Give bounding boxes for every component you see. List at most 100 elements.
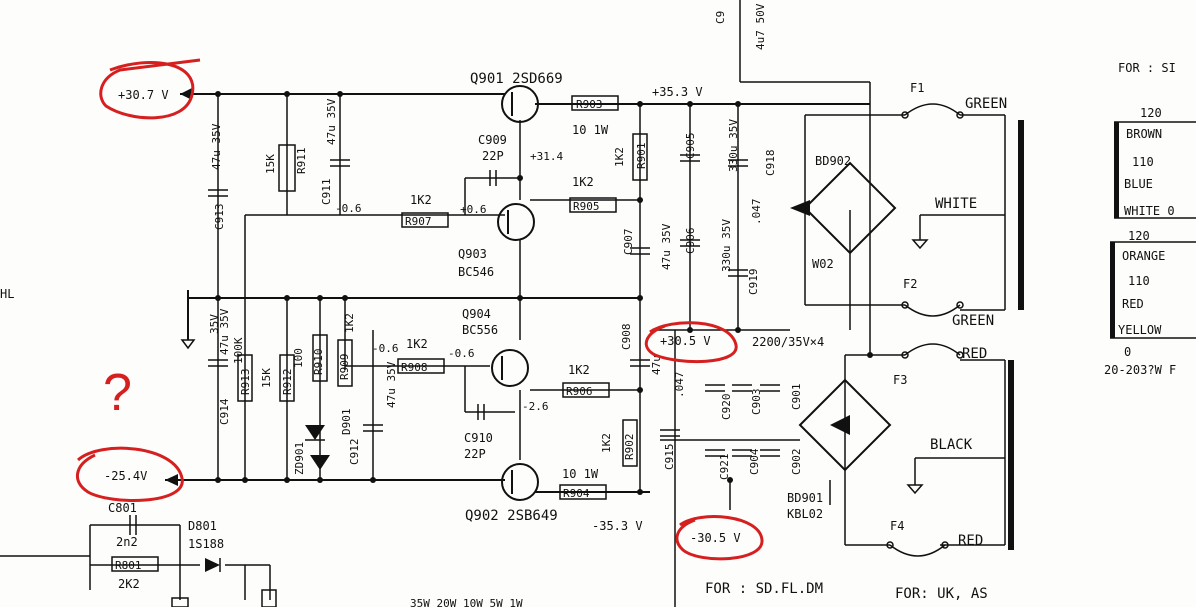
- wire-colors: GREEN WHITE GREEN RED BLACK RED: [906, 96, 1007, 549]
- q903-label: Q903: [458, 247, 487, 261]
- c921-label: C921: [718, 454, 731, 481]
- c910-label: C910: [464, 431, 493, 445]
- r908-value: 1K2: [406, 337, 428, 351]
- v-neg-in: -25.4V: [104, 469, 147, 483]
- junction-dots: [215, 91, 873, 495]
- r901-value: 1K2: [613, 147, 626, 167]
- c918-label: C918: [764, 150, 777, 177]
- r912-label: R912: [281, 369, 294, 396]
- table-for-si: FOR : SI: [1118, 61, 1176, 75]
- bd902-label: BD902: [815, 154, 851, 168]
- r907-value: 1K2: [410, 193, 432, 207]
- fuse-f3: F3: [893, 373, 907, 387]
- r905-label: R905: [573, 200, 600, 213]
- c919-label: C919: [747, 269, 760, 296]
- t2-110: 110: [1128, 274, 1150, 288]
- c905-value: 330u 35V: [727, 119, 740, 172]
- c910-value: 22P: [464, 447, 486, 461]
- bd901-label: BD901: [787, 491, 823, 505]
- t2-red: RED: [1122, 297, 1144, 311]
- c801-label: C801: [108, 501, 137, 515]
- c901-label: C901: [790, 384, 803, 411]
- c911-value: 47u 35V: [325, 98, 338, 145]
- r908-label: R908: [401, 361, 428, 374]
- q904-label: Q904: [462, 307, 491, 321]
- bd902-type: W02: [812, 257, 834, 271]
- red-annotations: ?: [76, 58, 764, 561]
- transistor-q903: Q903 BC546: [458, 203, 535, 279]
- r913-value: 100K: [232, 337, 245, 364]
- c912-label: C912: [348, 439, 361, 466]
- v-node-b: +0.6: [460, 203, 487, 216]
- ground-35v: 35V: [208, 314, 221, 334]
- c908-value: 47u: [650, 355, 663, 375]
- c920-label: C920: [720, 394, 733, 421]
- c-bank-value: 2200/35V×4: [752, 335, 824, 349]
- r906-value: 1K2: [568, 363, 590, 377]
- r911-label: R911: [295, 148, 308, 175]
- r901-label: R901: [635, 143, 648, 170]
- circle-neg-output: [675, 515, 764, 561]
- question-mark: ?: [103, 364, 132, 422]
- wire-green-1: GREEN: [965, 96, 1007, 112]
- wire-green-2: GREEN: [952, 313, 994, 329]
- r902-value: 1K2: [600, 433, 613, 453]
- for-sd-label: FOR : SD.FL.DM: [705, 581, 823, 597]
- wire-black: BLACK: [930, 437, 973, 453]
- power-list-label: 35W 20W 10W 5W 1W: [410, 597, 523, 607]
- fuse-f4: F4: [890, 519, 904, 533]
- r902-label: R902: [623, 434, 636, 461]
- r907-label: R907: [405, 215, 432, 228]
- r909-label: R909: [338, 354, 351, 381]
- transistor-q902: Q902 2SB649: [465, 463, 558, 524]
- c907-value: 47u 35V: [660, 223, 673, 270]
- circle-pos-input: [99, 58, 201, 120]
- c913-value: 47u 35V: [210, 123, 223, 170]
- q903-type: BC546: [458, 265, 494, 279]
- v-pos-in: +30.7 V: [118, 88, 169, 102]
- t1-120: 120: [1140, 106, 1162, 120]
- d901-label: D901: [340, 409, 353, 436]
- wiring: [0, 0, 1006, 607]
- t2-yellow: YELLOW: [1118, 323, 1162, 337]
- footer-labels: FOR : SD.FL.DM FOR: UK, AS 35W 20W 10W 5…: [0, 287, 988, 607]
- r913-label: R913: [239, 369, 252, 396]
- r911-value: 15K: [264, 154, 277, 174]
- c902-label: C902: [790, 449, 803, 476]
- r906-label: R906: [566, 385, 593, 398]
- c903-label: C903: [750, 389, 763, 416]
- r912-value: 15K: [260, 368, 273, 388]
- zd901-label: ZD901: [293, 442, 306, 475]
- c907-label: C907: [622, 229, 635, 256]
- diodes: ZD901 D901 D801 1S188 BD902 W02 BD901 KB…: [188, 154, 897, 572]
- t1-brown: BROWN: [1126, 127, 1162, 141]
- r904-value: 10 1W: [562, 467, 599, 481]
- c904-label: C904: [748, 448, 761, 475]
- r910-label: R910: [312, 349, 325, 376]
- wire-white: WHITE: [935, 196, 977, 212]
- v-neg-rail: -35.3 V: [592, 519, 643, 533]
- for-uk-label: FOR: UK, AS: [895, 586, 988, 602]
- v-q903-base: +31.4: [530, 150, 563, 163]
- c915-label: C915: [663, 444, 676, 471]
- q904-type: BC556: [462, 323, 498, 337]
- c801-value: 2n2: [116, 535, 138, 549]
- circle-pos-output: [644, 321, 738, 363]
- t2-120: 120: [1128, 229, 1150, 243]
- c906-label: C906: [684, 228, 697, 255]
- d801-type: 1S188: [188, 537, 224, 551]
- t2-orange: ORANGE: [1122, 249, 1165, 263]
- r903-label: R903: [576, 98, 603, 111]
- c905-label: C905: [684, 133, 697, 160]
- t1-110: 110: [1132, 155, 1154, 169]
- t1-white0: WHITE 0: [1124, 204, 1175, 218]
- c914-value: 47u 35V: [218, 308, 231, 355]
- v-node-e: -2.6: [522, 400, 549, 413]
- c-top-value: 4u7 50V: [754, 3, 767, 50]
- t2-zero: 0: [1124, 345, 1131, 359]
- c908-label: C908: [620, 324, 633, 351]
- v-pos-output: +30.5 V: [660, 334, 711, 348]
- c909-value: 22P: [482, 149, 504, 163]
- c911-label: C911: [320, 179, 333, 206]
- r904-label: R904: [563, 487, 590, 500]
